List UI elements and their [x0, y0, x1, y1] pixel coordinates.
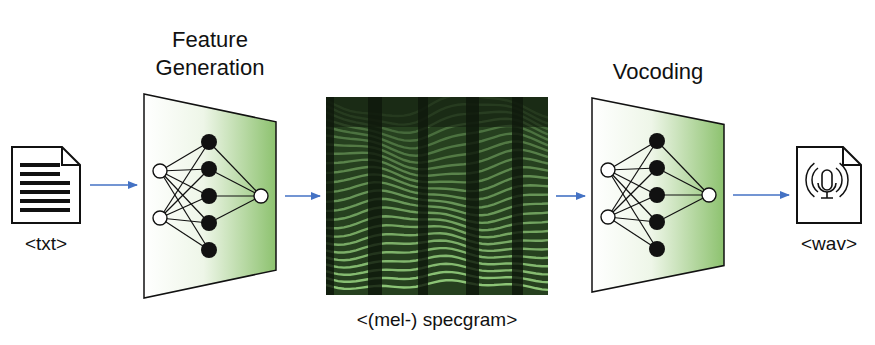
spectrogram-ground: [326, 97, 548, 295]
node-shape: [143, 93, 277, 299]
text-line: [20, 172, 60, 176]
input-neuron: [601, 210, 615, 224]
hidden-neuron: [649, 160, 665, 176]
text-line: [20, 163, 60, 167]
net-link: [608, 141, 657, 217]
net-link: [657, 168, 709, 195]
spec-drawing: [326, 97, 548, 295]
text-line: [20, 208, 70, 212]
flow-arrow: [90, 184, 137, 186]
hidden-neuron: [201, 215, 217, 231]
file-icon: <wav>: [795, 145, 863, 255]
net-link: [160, 196, 209, 218]
node-shape: [10, 145, 82, 225]
sound-wave: [840, 163, 848, 197]
hidden-neuron: [649, 133, 665, 149]
file-label: <txt>: [1, 233, 91, 255]
page-outline: [797, 147, 861, 223]
text-line: [20, 190, 70, 194]
net-link: [209, 169, 261, 196]
hidden-neuron: [649, 214, 665, 230]
hidden-neuron: [649, 241, 665, 257]
trapezoid-panel: [144, 94, 276, 298]
output-neuron: [702, 188, 716, 202]
trapezoid-panel: [592, 98, 724, 292]
page-fold: [843, 147, 861, 165]
flow-arrow: [733, 194, 789, 196]
wav-drawing: [795, 145, 863, 225]
mic-holder: [818, 183, 836, 192]
sound-wave: [806, 163, 814, 197]
text-line: [20, 199, 70, 203]
node-shape: [795, 145, 863, 225]
page-fold: [62, 147, 80, 165]
hidden-neuron: [201, 134, 217, 150]
net-link: [209, 196, 261, 223]
net-link: [657, 195, 709, 222]
hidden-neuron: [201, 161, 217, 177]
input-neuron: [153, 164, 167, 178]
flow-arrow: [285, 195, 320, 197]
file-label: <(mel-) specgram>: [307, 309, 567, 331]
net-link: [160, 142, 209, 218]
panel-drawing: [143, 93, 277, 299]
stage-heading: Vocoding: [578, 58, 738, 87]
network-stage: Vocoding: [591, 58, 725, 293]
mic-stand: [821, 192, 833, 198]
doc-drawing: [10, 145, 82, 225]
hidden-neuron: [201, 242, 217, 258]
network-stage: Feature Generation: [143, 26, 277, 299]
net-link: [608, 195, 657, 217]
input-neuron: [601, 163, 615, 177]
flow-arrow: [556, 195, 585, 197]
file-icon: <txt>: [10, 145, 82, 255]
hidden-neuron: [201, 188, 217, 204]
stage-heading: Feature Generation: [130, 26, 290, 83]
page-outline: [12, 147, 80, 223]
node-shape: [591, 97, 725, 293]
sound-wave: [812, 168, 818, 192]
hidden-neuron: [649, 187, 665, 203]
spectrogram: <(mel-) specgram>: [326, 97, 548, 331]
panel-drawing: [591, 97, 725, 293]
file-label: <wav>: [784, 233, 874, 255]
node-shape: [326, 97, 548, 295]
sound-wave: [836, 168, 842, 192]
text-line: [20, 181, 70, 185]
high-band-shade: [326, 97, 548, 127]
mic-capsule: [822, 170, 832, 190]
output-neuron: [254, 189, 268, 203]
input-neuron: [153, 211, 167, 225]
